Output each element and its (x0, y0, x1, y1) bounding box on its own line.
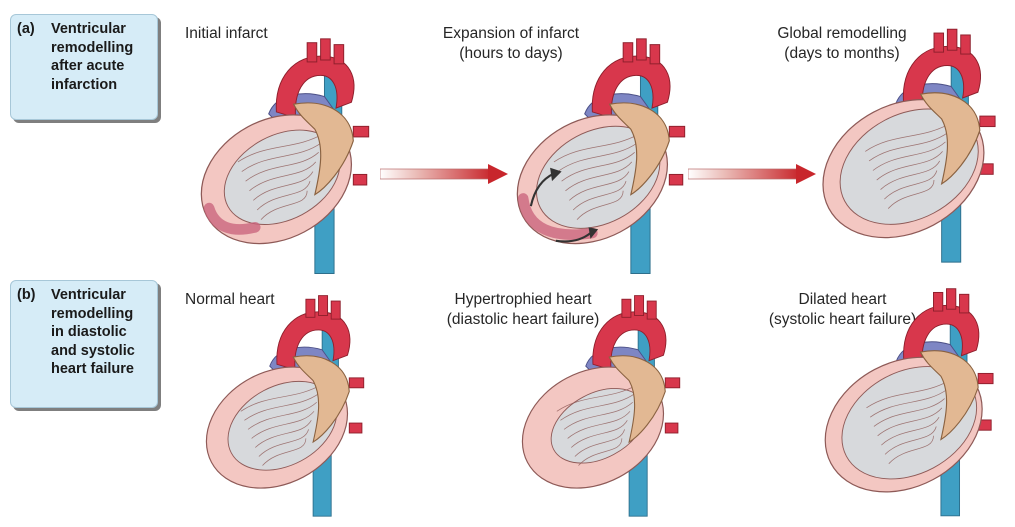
heart-hypertrophied (492, 292, 712, 527)
heart-normal (176, 292, 396, 527)
panel-a-label-box: (a) Ventricular remodelling after acute … (10, 14, 158, 120)
heart-dilated (808, 285, 1015, 527)
panel-b-title-line: remodelling (51, 305, 151, 324)
panel-b-title-line: heart failure (51, 360, 151, 379)
panel-a-title-line: remodelling (51, 39, 151, 58)
panel-a-title: Ventricular remodelling after acute infa… (51, 20, 151, 94)
heart-expansion-of-infarct (492, 35, 712, 285)
panel-b-letter: (b) (17, 286, 36, 305)
right-arrow-icon (380, 163, 510, 185)
panel-a-title-line: after acute (51, 57, 151, 76)
panel-b-label-box: (b) Ventricular remodelling in diastolic… (10, 280, 158, 408)
panel-a-letter: (a) (17, 20, 35, 39)
heart-initial-infarct (176, 35, 396, 285)
panel-b-title-line: and systolic (51, 342, 151, 361)
heart-global-remodelling (808, 12, 1015, 287)
panel-b-title: Ventricular remodelling in diastolic and… (51, 286, 151, 379)
panel-b-title-line: in diastolic (51, 323, 151, 342)
panel-a-title-line: infarction (51, 76, 151, 95)
panel-b-title-line: Ventricular (51, 286, 151, 305)
panel-a-title-line: Ventricular (51, 20, 151, 39)
